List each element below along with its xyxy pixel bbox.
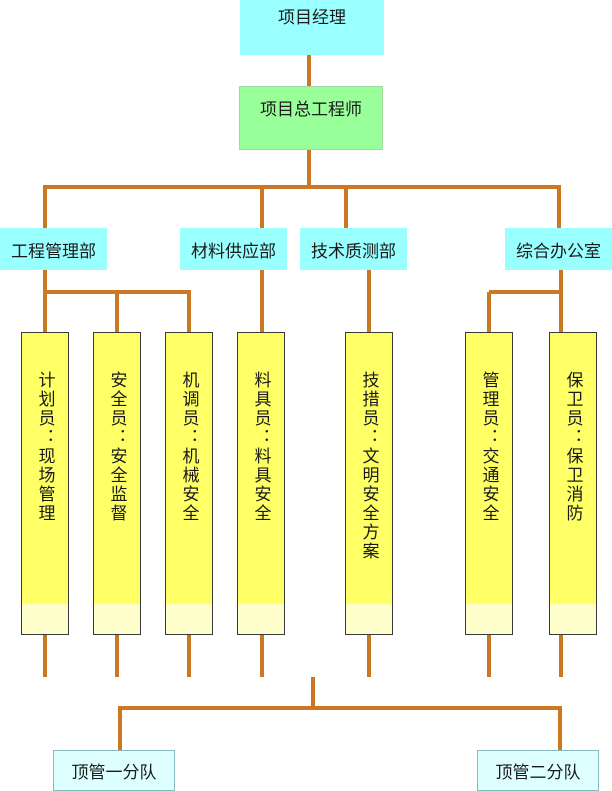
role-materials-officer-label: 料具员：料具安全	[250, 371, 271, 523]
role-traffic-administrator: 管理员：交通安全	[465, 332, 513, 635]
dept-materials-supply: 材料供应部	[180, 228, 287, 270]
role-security-guard-label: 保卫员：保卫消防	[562, 371, 583, 523]
role-technical-officer: 技措员：文明安全方案	[345, 332, 393, 635]
role-materials-officer: 料具员：料具安全	[237, 332, 285, 635]
node-project-manager-label: 项目经理	[278, 8, 346, 28]
dept-technical-quality: 技术质测部	[300, 228, 407, 270]
role-safety-officer-label: 安全员：安全监督	[106, 371, 127, 523]
dept-engineering-management-label: 工程管理部	[11, 241, 96, 262]
role-technical-officer-label: 技措员：文明安全方案	[358, 371, 379, 561]
role-machinery-dispatcher: 机调员：机械安全	[165, 332, 213, 635]
dept-general-office: 综合办公室	[505, 228, 612, 270]
role-safety-officer: 安全员：安全监督	[93, 332, 141, 635]
node-pipe-jacking-team-one-label: 顶管一分队	[71, 763, 157, 783]
node-project-manager: 项目经理	[240, 0, 384, 55]
role-security-guard: 保卫员：保卫消防	[549, 332, 597, 635]
node-pipe-jacking-team-two-label: 顶管二分队	[495, 763, 581, 783]
node-pipe-jacking-team-one: 顶管一分队	[53, 750, 175, 791]
dept-general-office-label: 综合办公室	[516, 241, 601, 262]
dept-engineering-management: 工程管理部	[0, 228, 107, 270]
node-chief-engineer: 项目总工程师	[239, 86, 383, 150]
node-chief-engineer-label: 项目总工程师	[260, 100, 362, 120]
node-pipe-jacking-team-two: 顶管二分队	[477, 750, 599, 791]
role-planner: 计划员：现场管理	[21, 332, 69, 635]
role-traffic-administrator-label: 管理员：交通安全	[478, 371, 499, 523]
dept-materials-supply-label: 材料供应部	[191, 241, 276, 262]
role-machinery-dispatcher-label: 机调员：机械安全	[178, 371, 199, 523]
role-planner-label: 计划员：现场管理	[34, 371, 55, 523]
dept-technical-quality-label: 技术质测部	[311, 241, 396, 262]
